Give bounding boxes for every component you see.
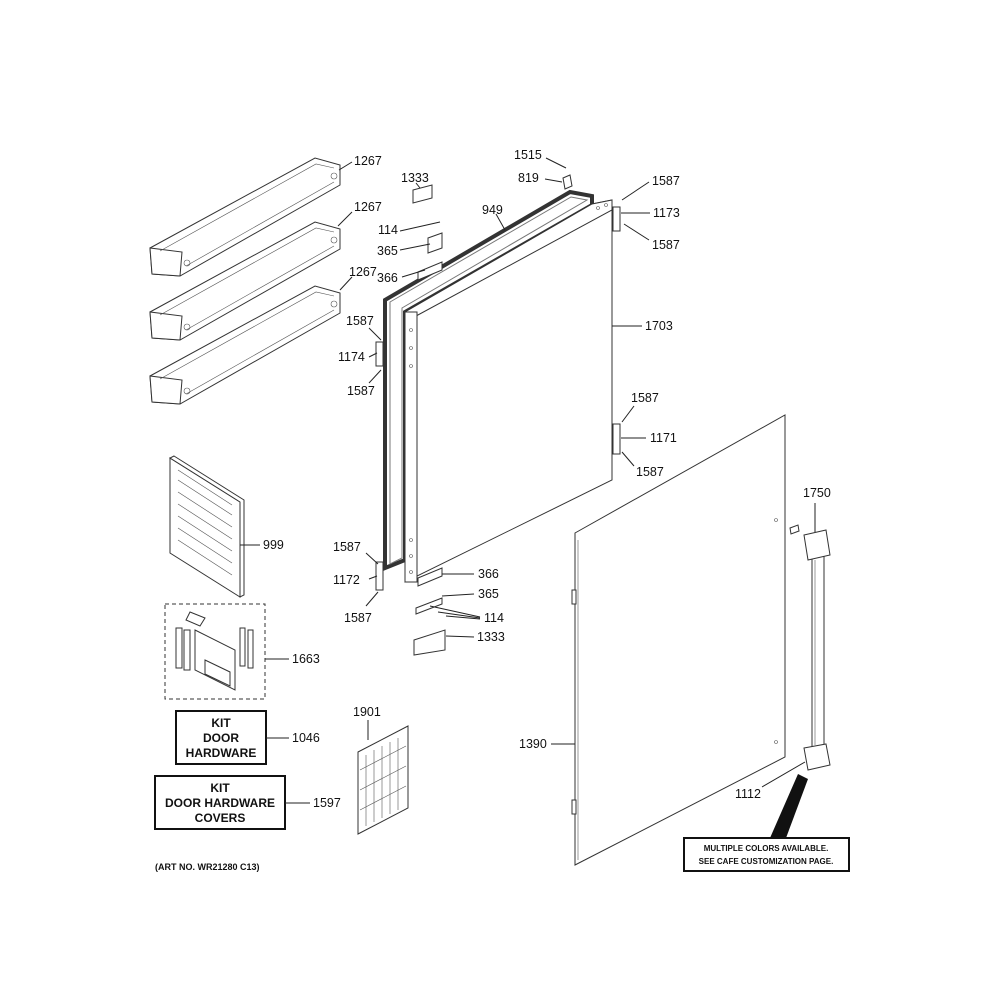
callout-114-bottom[interactable]: 114 <box>484 611 504 625</box>
callout-1597[interactable]: 1597 <box>313 796 341 810</box>
callout-1267-top[interactable]: 1267 <box>354 154 382 168</box>
callout-1267-bottom[interactable]: 1267 <box>349 265 377 279</box>
callout-366-top[interactable]: 366 <box>377 271 398 285</box>
callout-1587-f[interactable]: 1587 <box>636 465 664 479</box>
handle-screw[interactable] <box>789 524 800 535</box>
note-line-1: MULTIPLE COLORS AVAILABLE. <box>704 844 829 853</box>
callout-949[interactable]: 949 <box>482 203 503 217</box>
hinge-bracket-bottom[interactable] <box>413 567 446 656</box>
callout-1587-d[interactable]: 1587 <box>347 384 375 398</box>
callout-1515[interactable]: 1515 <box>514 148 542 162</box>
callout-1587-h[interactable]: 1587 <box>344 611 372 625</box>
callout-819[interactable]: 819 <box>518 171 539 185</box>
kit-covers-line-3: COVERS <box>195 811 246 825</box>
kit-covers-line-2: DOOR HARDWARE <box>165 796 275 810</box>
callout-1333-bottom[interactable]: 1333 <box>477 630 505 644</box>
callout-1587-b[interactable]: 1587 <box>652 238 680 252</box>
callout-1663[interactable]: 1663 <box>292 652 320 666</box>
kit-door-hardware-line-1: KIT <box>211 716 231 730</box>
hinge-1174[interactable] <box>375 341 384 367</box>
hinge-1171[interactable] <box>612 423 621 455</box>
hinge-bracket-top[interactable] <box>412 184 443 281</box>
kit-door-hardware-line-3: HARDWARE <box>186 746 257 760</box>
callout-1750[interactable]: 1750 <box>803 486 831 500</box>
hinge-1173[interactable] <box>612 206 621 232</box>
callout-1333-top[interactable]: 1333 <box>401 171 429 185</box>
callout-366-bottom[interactable]: 366 <box>478 567 499 581</box>
hardware-covers-sheet[interactable] <box>357 725 409 835</box>
hinge-1172[interactable] <box>375 561 384 591</box>
owners-manual[interactable] <box>168 455 245 598</box>
callout-114-top[interactable]: 114 <box>378 223 398 237</box>
door-bin-bottom[interactable] <box>149 285 341 405</box>
callout-1172[interactable]: 1172 <box>333 573 360 587</box>
door-handle[interactable] <box>803 529 831 771</box>
callout-1174[interactable]: 1174 <box>338 350 365 364</box>
callout-1703[interactable]: 1703 <box>645 319 673 333</box>
door-panel-front[interactable] <box>571 414 786 866</box>
callout-999[interactable]: 999 <box>263 538 284 552</box>
door-bin-middle[interactable] <box>149 221 341 341</box>
callout-1112[interactable]: 1112 <box>735 787 761 801</box>
callout-1173[interactable]: 1173 <box>653 206 680 220</box>
door-bin-top[interactable] <box>149 157 341 277</box>
color-note-box: MULTIPLE COLORS AVAILABLE. SEE CAFE CUST… <box>683 774 850 872</box>
hardware-kit-group[interactable] <box>164 603 266 700</box>
callout-1390[interactable]: 1390 <box>519 737 547 751</box>
leader-lines <box>240 157 816 804</box>
callout-365-bottom[interactable]: 365 <box>478 587 499 601</box>
callout-labels: 1267 1267 1267 1333 114 365 366 949 1515… <box>263 148 831 810</box>
inner-door-panel[interactable] <box>404 199 613 583</box>
kit-covers-line-1: KIT <box>210 781 230 795</box>
note-line-2: SEE CAFE CUSTOMIZATION PAGE. <box>699 857 834 866</box>
callout-1587-c[interactable]: 1587 <box>346 314 374 328</box>
callout-1587-a[interactable]: 1587 <box>652 174 680 188</box>
kit-door-hardware-line-2: DOOR <box>203 731 239 745</box>
callout-1046[interactable]: 1046 <box>292 731 320 745</box>
callout-1171[interactable]: 1171 <box>650 431 677 445</box>
callout-1587-g[interactable]: 1587 <box>333 540 361 554</box>
callout-365-top[interactable]: 365 <box>377 244 398 258</box>
kit-door-hardware-box[interactable]: KIT DOOR HARDWARE <box>175 710 267 765</box>
callout-1267-middle[interactable]: 1267 <box>354 200 382 214</box>
art-number: (ART NO. WR21280 C13) <box>155 862 260 872</box>
hinge-pin-top[interactable] <box>562 174 573 190</box>
callout-1901[interactable]: 1901 <box>353 705 381 719</box>
kit-door-hardware-covers-box[interactable]: KIT DOOR HARDWARE COVERS <box>154 775 286 830</box>
callout-1587-e[interactable]: 1587 <box>631 391 659 405</box>
